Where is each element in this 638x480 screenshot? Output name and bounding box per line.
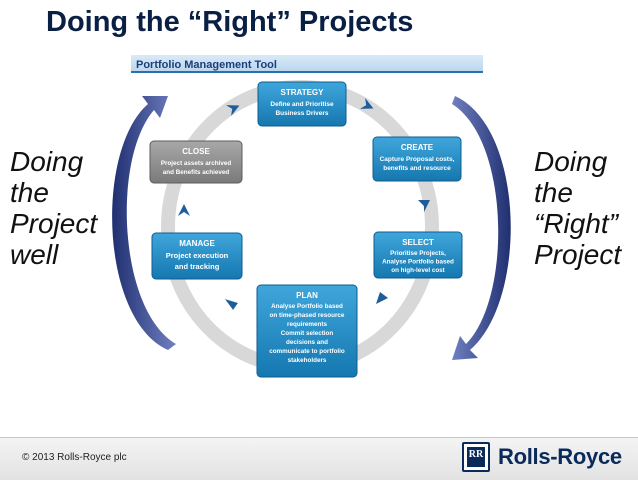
tool-banner-rule <box>131 71 483 73</box>
tool-banner-text: Portfolio Management Tool <box>136 59 277 71</box>
left-caption: Doing the Project well <box>10 146 97 270</box>
left-caption-line: the <box>10 177 49 208</box>
right-caption-line: Doing <box>534 146 608 177</box>
slide-title: Doing the “Right” Projects <box>46 6 414 38</box>
stage-select-line: Prioritise Projects, <box>390 250 446 257</box>
chevron-arrow <box>226 105 240 116</box>
left-caption-line: Doing <box>10 146 84 177</box>
stage-plan-line: stakeholders <box>288 357 327 364</box>
chevron-arrow <box>178 204 190 216</box>
chevron-arrow <box>418 200 430 212</box>
stage-strategy: STRATEGY Define and Prioritise Business … <box>257 81 347 127</box>
right-caption-line: the <box>534 177 573 208</box>
stage-plan: PLAN Analyse Portfolio based on time-pha… <box>256 284 358 378</box>
stage-create-title: CREATE <box>401 143 434 152</box>
stage-plan-line: communicate to portfolio <box>269 348 345 355</box>
stage-plan-line: decisions and <box>286 339 328 346</box>
stage-plan-line: on time-phased resource <box>270 312 345 319</box>
stage-strategy-title: STRATEGY <box>281 88 325 97</box>
stage-create-line: benefits and resource <box>383 165 451 172</box>
right-curved-arrow <box>452 96 511 360</box>
stage-plan-line: Commit selection <box>281 330 334 337</box>
tool-banner <box>131 55 483 72</box>
chevron-arrow <box>360 98 374 109</box>
stage-plan-title: PLAN <box>296 291 318 300</box>
stage-strategy-line: Define and Prioritise <box>270 101 334 108</box>
stage-manage-line: Project execution <box>166 251 229 260</box>
left-caption-line: Project <box>10 208 98 239</box>
stage-manage: MANAGE Project execution and tracking <box>151 232 243 280</box>
stage-select: SELECT Prioritise Projects, Analyse Port… <box>373 231 463 279</box>
brand-monogram: RR <box>468 449 484 460</box>
right-caption: Doing the “Right” Project <box>534 146 621 270</box>
copyright-text: © 2013 Rolls-Royce plc <box>22 452 127 463</box>
stage-close-title: CLOSE <box>182 147 210 156</box>
stage-plan-line: Analyse Portfolio based <box>271 303 343 310</box>
stage-plan-line: requirements <box>287 321 327 328</box>
stage-strategy-line: Business Drivers <box>275 110 328 117</box>
brand-name: Rolls-Royce <box>498 444 622 469</box>
stage-create-line: Capture Proposal costs, <box>380 156 455 163</box>
stage-close: CLOSE Project assets archived and Benefi… <box>149 140 243 184</box>
stage-close-line: and Benefits achieved <box>163 169 230 176</box>
portfolio-cycle-diagram: Portfolio Management Tool STRATEGY Defin… <box>112 55 511 378</box>
right-caption-line: Project <box>534 239 622 270</box>
brand-logo: RR Rolls-Royce <box>462 440 622 474</box>
stage-select-title: SELECT <box>402 238 434 247</box>
stage-manage-title: MANAGE <box>179 239 215 248</box>
stage-select-line: Analyse Portfolio based <box>382 259 454 266</box>
rolls-royce-badge-icon: RR <box>462 442 490 472</box>
stage-close-line: Project assets archived <box>161 160 232 167</box>
stage-create: CREATE Capture Proposal costs, benefits … <box>372 136 462 182</box>
chevron-arrow <box>225 299 238 310</box>
chevron-arrow <box>376 292 388 304</box>
stage-select-line: on high-level cost <box>391 267 445 274</box>
left-curved-arrow <box>112 96 176 350</box>
footer-bar <box>0 437 638 480</box>
left-caption-line: well <box>10 239 59 270</box>
stage-manage-line: and tracking <box>175 262 220 271</box>
right-caption-line: “Right” <box>534 208 619 239</box>
